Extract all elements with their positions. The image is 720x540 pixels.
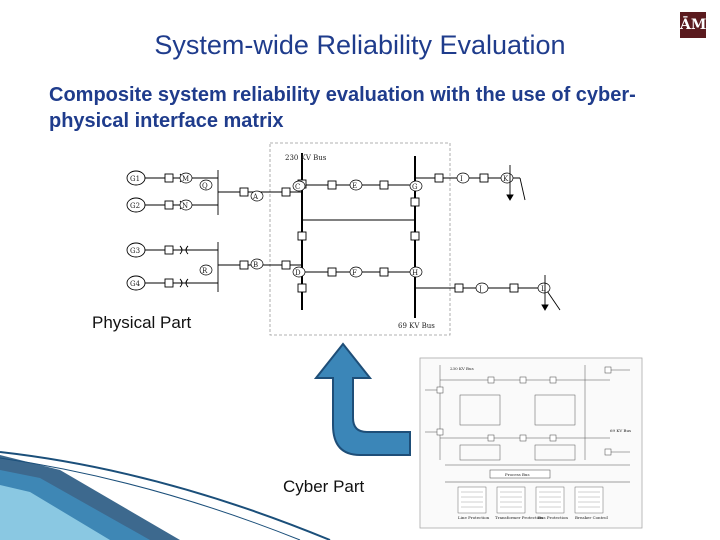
- slide-title: System-wide Reliability Evaluation: [154, 30, 566, 60]
- physical-wiring: [142, 170, 561, 311]
- swoosh-decoration: [0, 451, 331, 540]
- svg-text:G2: G2: [130, 202, 140, 210]
- physical-diagram-frame: [269, 142, 451, 336]
- svg-text:A: A: [252, 193, 259, 201]
- svg-text:Process Bus: Process Bus: [505, 472, 530, 477]
- generator-g1: G1: [126, 170, 146, 186]
- circuit-breakers: [164, 173, 519, 293]
- svg-text:Q: Q: [202, 182, 208, 190]
- svg-text:D: D: [295, 269, 301, 277]
- svg-text:69 KV Bus: 69 KV Bus: [610, 428, 631, 433]
- svg-text:G: G: [412, 183, 418, 191]
- bus-230kv-label: 230 KV Bus: [285, 154, 327, 162]
- svg-text:E: E: [352, 182, 357, 190]
- generator-g3: G3: [126, 242, 146, 258]
- svg-text:Breaker Control: Breaker Control: [575, 515, 609, 520]
- generator-g2: G2: [126, 197, 146, 213]
- university-logo: ĀM: [680, 12, 706, 38]
- svg-text:C: C: [295, 183, 300, 191]
- physical-part-label: Physical Part: [92, 313, 192, 332]
- svg-text:J: J: [478, 285, 482, 293]
- svg-text:H: H: [412, 269, 418, 277]
- svg-text:G1: G1: [130, 175, 140, 183]
- svg-text:M: M: [182, 175, 189, 183]
- svg-text:Bus Protection: Bus Protection: [538, 515, 568, 520]
- svg-text:G4: G4: [130, 280, 141, 288]
- svg-text:I: I: [460, 175, 463, 183]
- svg-text:N: N: [182, 202, 188, 210]
- cyber-diagram: 230 KV Bus 69 KV Bus: [419, 357, 643, 529]
- svg-text:L: L: [541, 285, 546, 293]
- svg-text:Line Protection: Line Protection: [458, 515, 490, 520]
- svg-text:230 KV Bus: 230 KV Bus: [450, 366, 474, 371]
- generator-g4: G4: [126, 275, 146, 291]
- svg-text:R: R: [202, 267, 208, 275]
- svg-text:G3: G3: [130, 247, 140, 255]
- cyber-part-label: Cyber Part: [283, 477, 365, 496]
- svg-text:K: K: [503, 175, 509, 183]
- svg-text:Transformer Protection: Transformer Protection: [495, 515, 543, 520]
- slide-subtitle: Composite system reliability evaluation …: [49, 84, 636, 132]
- svg-text:F: F: [352, 269, 357, 277]
- svg-text:B: B: [253, 261, 258, 269]
- bus-69kv-label: 69 KV Bus: [398, 322, 435, 330]
- node-labels: M N Q R A B C D E F G H I J K L: [179, 172, 551, 294]
- cyber-to-physical-arrow: [313, 342, 411, 456]
- load-arrows: [506, 165, 549, 311]
